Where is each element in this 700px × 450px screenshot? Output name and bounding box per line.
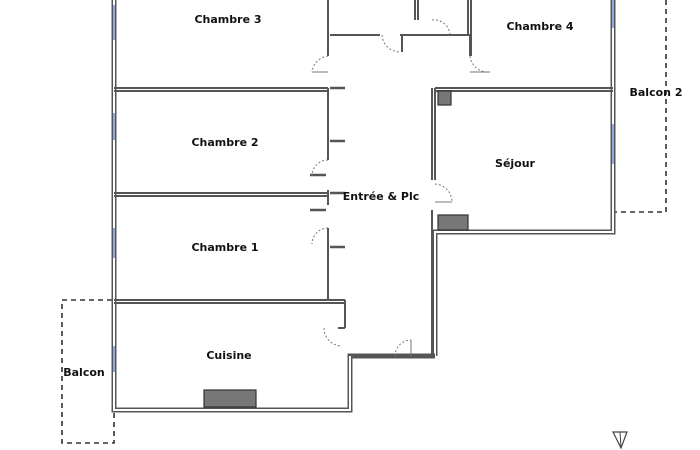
column-fixture — [437, 90, 452, 106]
interior-walls — [114, 0, 613, 356]
door-chambre4 — [469, 55, 491, 73]
east-wall — [432, 0, 616, 356]
fixtures — [203, 90, 469, 408]
wall-stubs — [310, 86, 345, 249]
north-arrow-icon — [612, 431, 628, 450]
door-chambre1 — [311, 227, 329, 245]
radiator-fixture — [437, 214, 469, 231]
door-closet-2 — [431, 19, 451, 36]
west-wall — [111, 0, 412, 413]
label-balcon2: Balcon 2 — [630, 86, 683, 99]
outer-walls — [111, 0, 616, 413]
door-closet — [381, 34, 401, 53]
balcon-outline — [61, 299, 115, 444]
label-cuisine: Cuisine — [206, 349, 251, 362]
balcony-outlines — [61, 0, 667, 444]
label-sejour: Séjour — [495, 157, 536, 170]
room-labels: Chambre 3 Chambre 4 Chambre 2 Séjour Ent… — [63, 13, 682, 379]
windows — [113, 0, 614, 372]
door-chambre2 — [311, 159, 329, 177]
door-sejour — [434, 183, 453, 203]
label-chambre2: Chambre 2 — [191, 136, 258, 149]
label-chambre3: Chambre 3 — [194, 13, 261, 26]
door-entrance — [394, 339, 412, 357]
sink-fixture — [203, 389, 257, 408]
door-cuisine — [323, 327, 343, 347]
doors — [311, 19, 491, 357]
label-entree: Entrée & Plc — [343, 190, 420, 203]
balcon2-outline — [612, 0, 667, 213]
label-balcon: Balcon — [63, 366, 105, 379]
door-chambre3 — [311, 55, 329, 73]
label-chambre1: Chambre 1 — [191, 241, 258, 254]
label-chambre4: Chambre 4 — [506, 20, 573, 33]
